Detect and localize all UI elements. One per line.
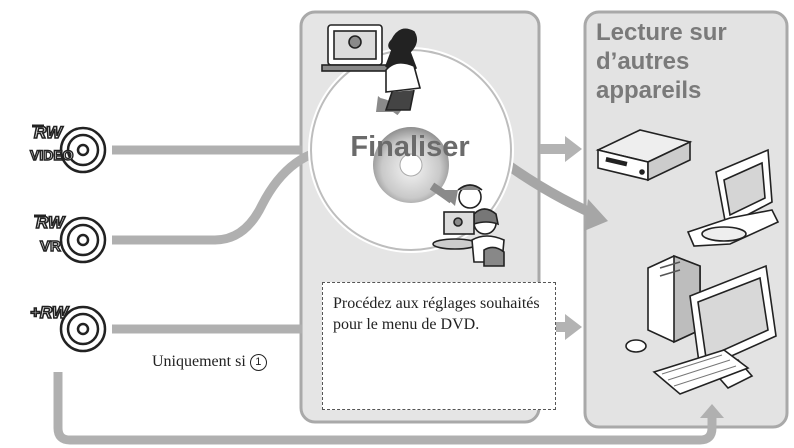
arrow-up-to-playback	[700, 404, 724, 418]
disc-logo-plus-rw: +RW	[29, 302, 107, 353]
dvd-player-illustration	[595, 129, 693, 182]
flow-line-plus-rw-bypass	[53, 372, 717, 445]
disc-logo-rw-video-bottom: VIDEO	[30, 147, 74, 163]
person-watching-tv-illustration	[321, 24, 422, 111]
circled-number-marker: 1	[249, 354, 267, 371]
disc-logo-rw-video: RW VIDEO	[29, 122, 107, 174]
curved-arrow-finaliser-head	[584, 199, 608, 231]
plus-rw-condition-text: Uniquement si	[152, 353, 246, 370]
panel-arrows	[540, 136, 582, 340]
curved-arrow-finaliser	[502, 158, 598, 220]
portable-dvd-player-illustration	[686, 148, 780, 247]
finaliser-label: Finaliser	[350, 131, 470, 163]
playback-title-line3: appareils	[596, 77, 702, 104]
disc-logo-rw-vr-bottom: VR	[40, 238, 61, 255]
playback-title-line2: d’autres	[596, 48, 690, 75]
arrow-right-top	[540, 136, 582, 162]
dvd-menu-note-text: Procédez aux réglages souhaités pour le …	[333, 295, 540, 333]
disc-logo-rw-vr: RW VR	[34, 212, 107, 264]
arrow-right-bottom	[540, 314, 582, 340]
plus-rw-condition: Uniquement si 1	[152, 353, 267, 371]
playback-title-line1: Lecture sur	[596, 19, 727, 46]
people-with-laptop-illustration	[432, 184, 505, 267]
dvd-menu-note: Procédez aux réglages souhaités pour le …	[322, 282, 556, 410]
disc-logo-plus-rw-top: +RW	[30, 303, 70, 322]
playback-title: Lecture sur d’autres appareils	[596, 18, 786, 105]
computer-illustration	[625, 254, 777, 395]
